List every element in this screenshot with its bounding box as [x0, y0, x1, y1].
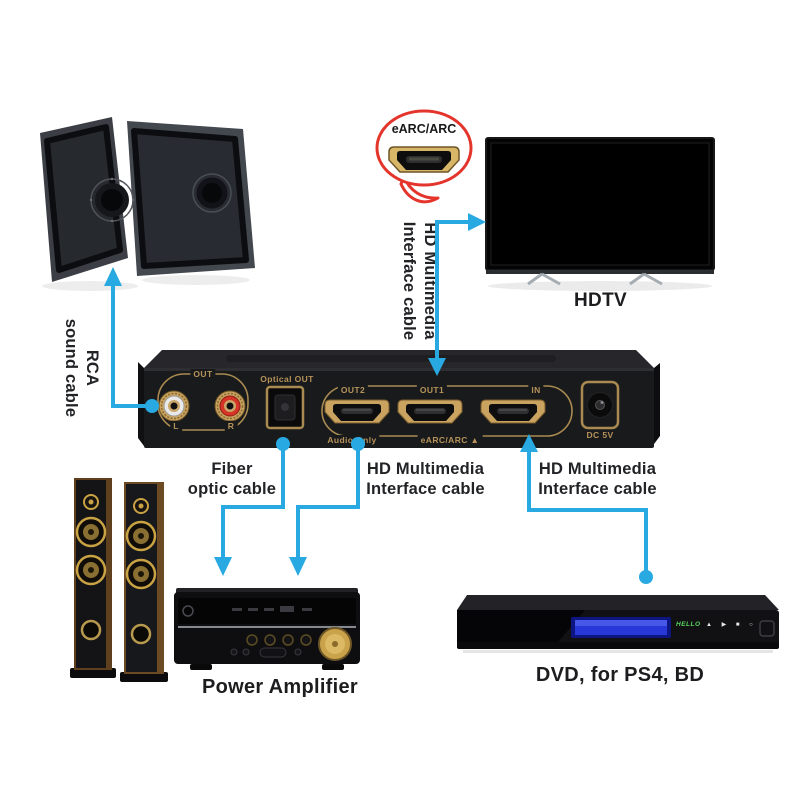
hdmi-port-in	[480, 399, 546, 424]
dc-power-jack	[580, 380, 620, 430]
hdtv-image	[485, 137, 715, 291]
switcher-earc-label: eARC/ARC ▲	[417, 435, 483, 445]
dvd-player-image	[457, 595, 779, 653]
hdmi-cable-amp-label: HD Multimedia Interface cable	[343, 459, 508, 499]
switcher-out2-label: OUT2	[337, 385, 369, 395]
hdmi-cable-tv-label-line2: Interface cable	[400, 221, 418, 341]
rca-cable-label-line1: RCA	[83, 349, 101, 387]
hdmi-cable-tv-label-line1: HD Multimedia	[421, 222, 439, 340]
switcher-rca-left-label: L	[170, 421, 182, 431]
earc-callout-bubble	[375, 109, 473, 204]
fiber-cable-label-line1: Fiber	[211, 460, 253, 478]
tower2-drivers	[125, 498, 157, 645]
rca-jack-left-white	[158, 390, 190, 422]
top-panel-print	[226, 355, 556, 362]
hdtv-label: HDTV	[574, 290, 627, 311]
switcher-out1-label: OUT1	[416, 385, 448, 395]
desktop-speakers-image	[40, 117, 255, 291]
switcher-optical-label: Optical OUT	[257, 374, 317, 384]
switcher-audio-only-label: Audio Only	[324, 435, 380, 445]
cable-line-hdmi-amp	[289, 437, 365, 576]
tower1-drivers	[75, 494, 107, 641]
power-amplifier-image	[174, 588, 360, 670]
dvd-display-window	[571, 617, 671, 638]
rca-cable-label: RCA sound cable	[58, 294, 102, 442]
power-amplifier-label: Power Amplifier	[201, 676, 358, 698]
optical-out-port	[265, 385, 305, 430]
hdmi-cable-dvd-label-line1: HD Multimedia	[538, 460, 657, 478]
hdmi-cable-dvd-label-line2: Interface cable	[538, 480, 657, 498]
amp-display-segments	[232, 606, 312, 612]
hdmi-port-out2	[324, 399, 390, 424]
tower-speakers-image	[70, 478, 168, 682]
hdmi-port-out1	[397, 399, 463, 424]
switcher-rca-right-label: R	[224, 421, 238, 431]
cable-line-hdmi-dvd	[520, 434, 653, 584]
rca-cable-label-line2: sound cable	[62, 318, 80, 418]
dvd-display-text: HELLO	[676, 621, 701, 628]
tv-stand-feet	[527, 272, 663, 286]
switcher-in-label: IN	[528, 385, 544, 395]
hdmi-connector-icon	[388, 146, 460, 173]
switcher-rca-group-label: OUT	[190, 369, 216, 379]
dvd-player-label: DVD, for PS4, BD	[535, 664, 705, 686]
amp-volume-knob	[318, 627, 352, 661]
hdmi-cable-amp-label-line2: Interface cable	[366, 480, 485, 498]
fiber-cable-label-line2: optic cable	[187, 480, 277, 498]
hdmi-cable-tv-label: HD Multimedia Interface cable	[394, 216, 440, 346]
amp-knobs	[230, 634, 312, 658]
hdmi-cable-amp-label-line1: HD Multimedia	[366, 460, 485, 478]
switcher-dc-label: DC 5V	[583, 430, 617, 440]
hdmi-switcher-device	[138, 350, 660, 448]
fiber-cable-label: Fiber optic cable	[180, 459, 284, 499]
dvd-control-icons: ▲ ▶ ■ ○	[706, 622, 757, 628]
dvd-eject-button	[759, 620, 775, 637]
rca-jack-right-red	[214, 390, 246, 422]
cable-line-fiber	[214, 437, 290, 576]
earc-callout-label: eARC/ARC	[391, 122, 457, 136]
hdmi-cable-dvd-label: HD Multimedia Interface cable	[515, 459, 680, 499]
